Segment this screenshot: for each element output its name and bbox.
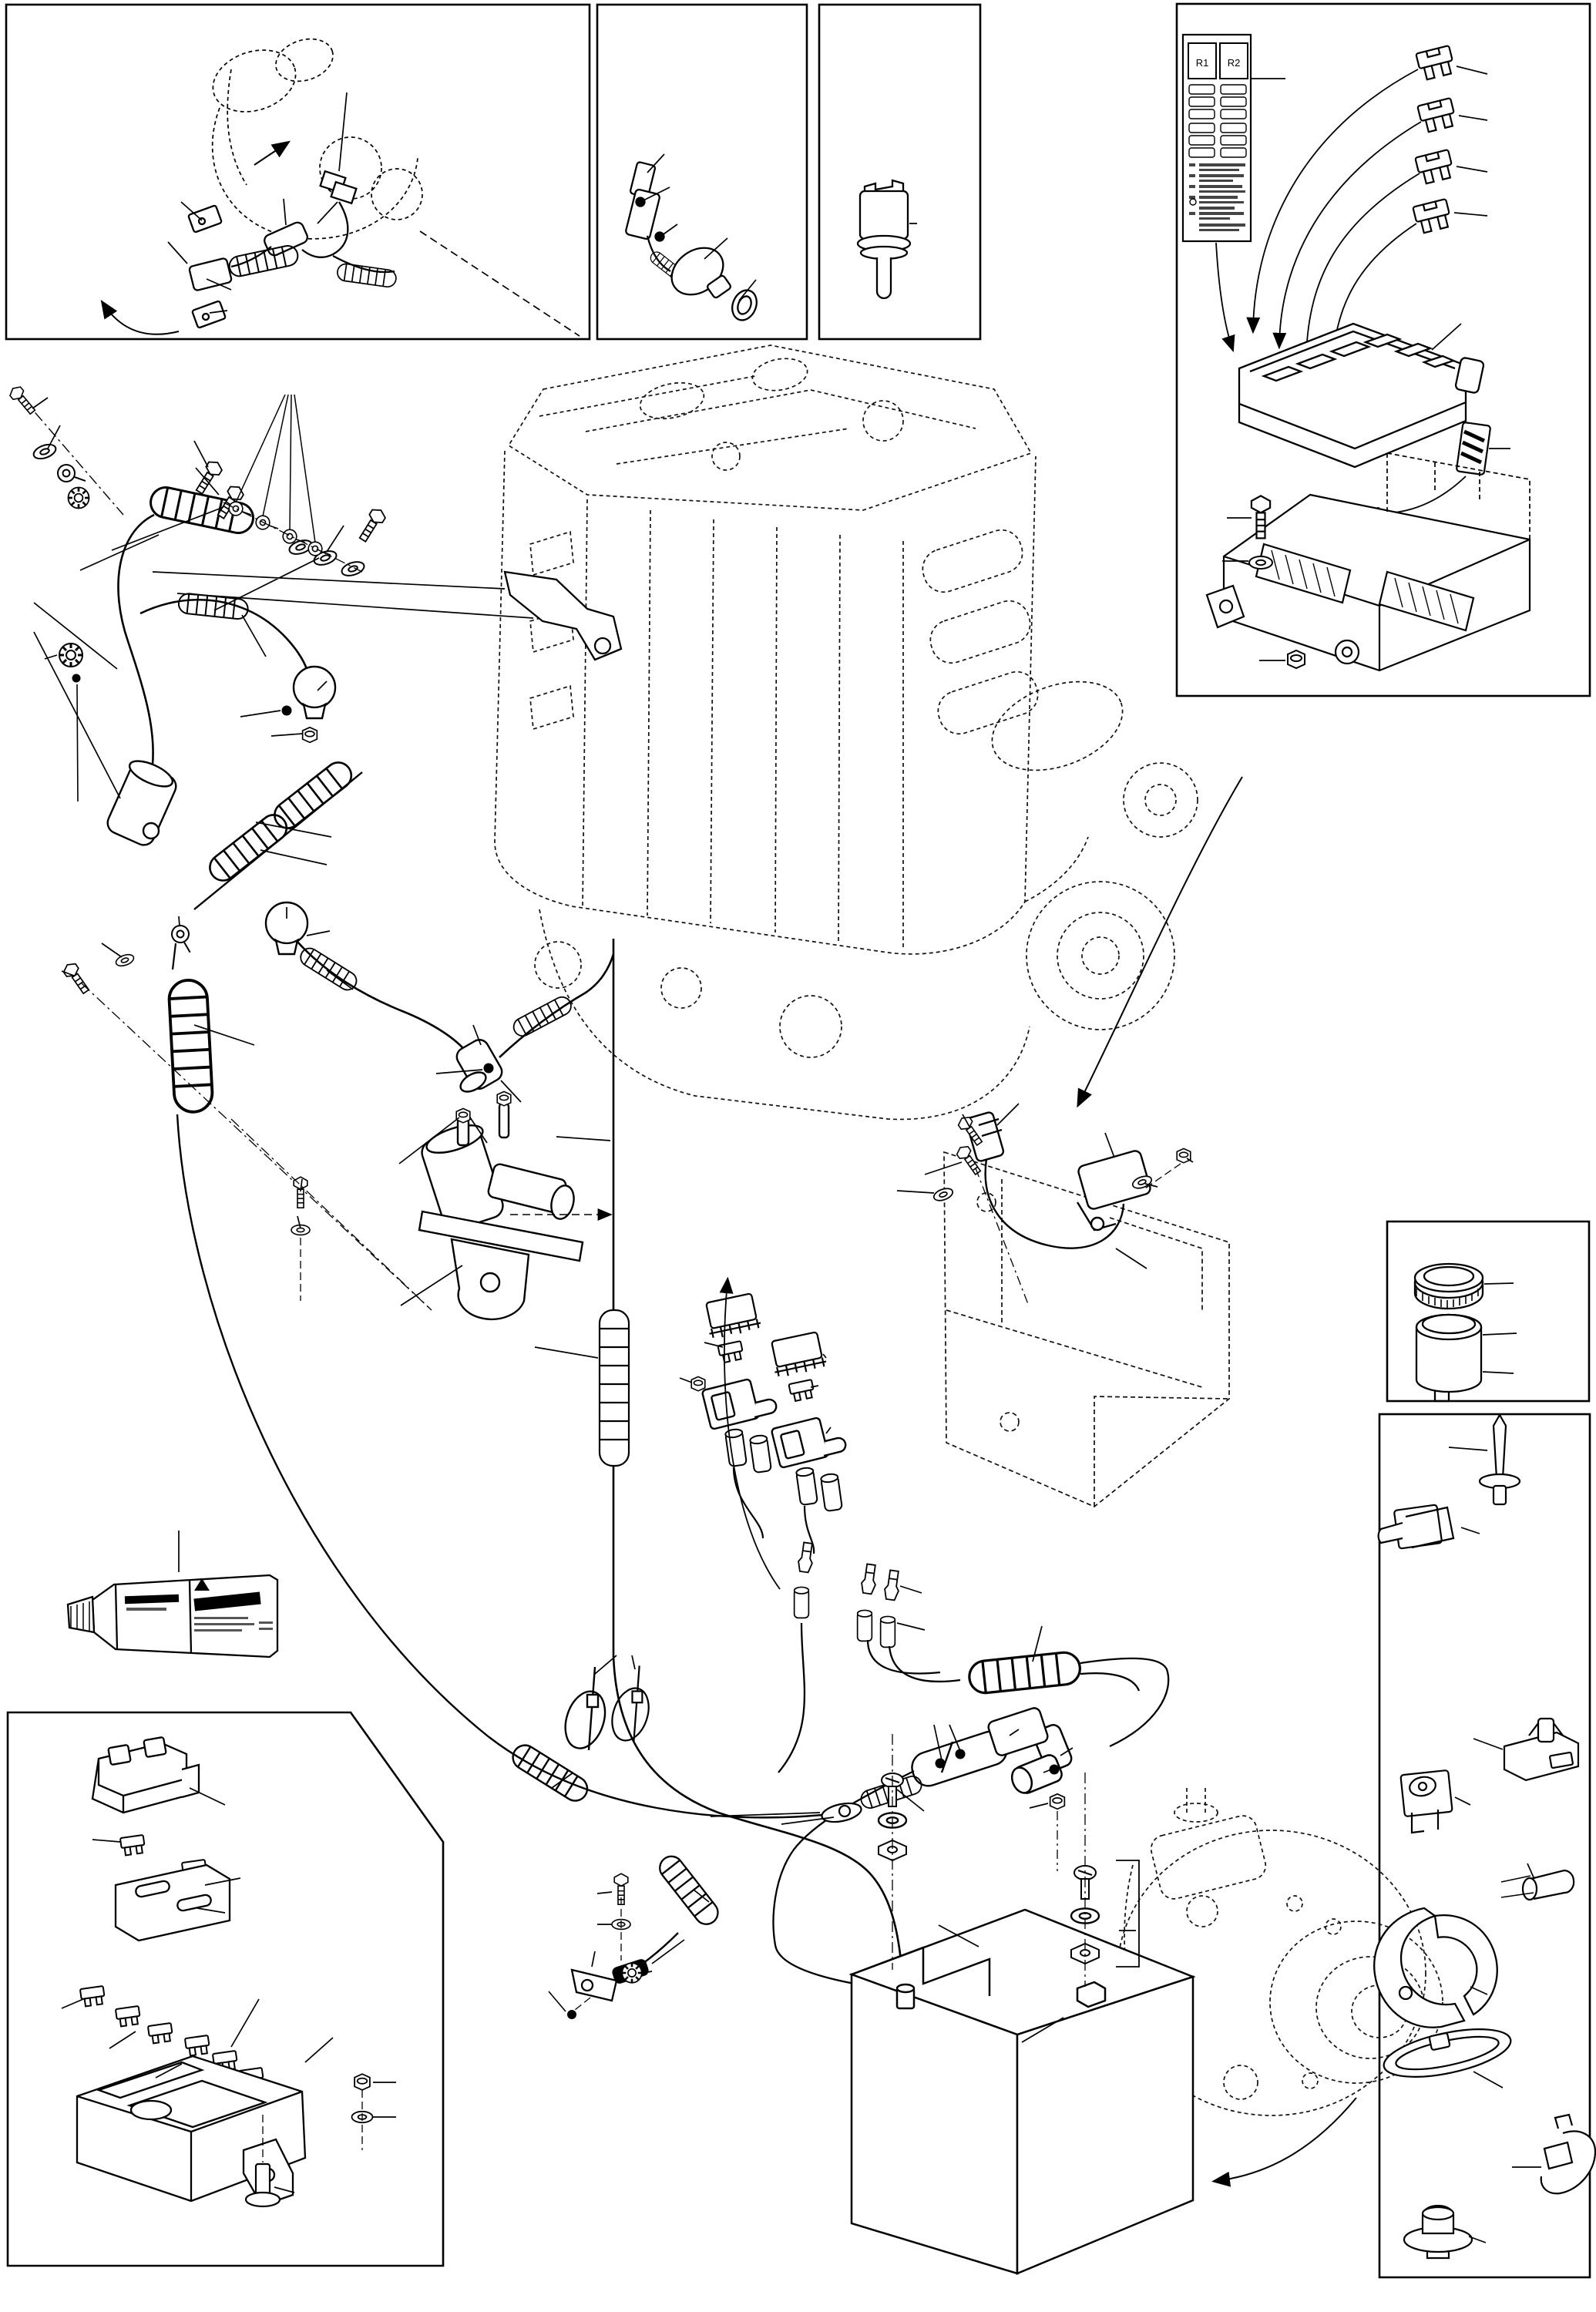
ignition-coil-drawing [230, 1090, 584, 1320]
fuse-box-cover-drawing [1238, 322, 1485, 469]
ground-wire-drawing [60, 756, 832, 1819]
connector-cluster-drawing [690, 1292, 848, 1554]
temperature-sensor-drawing [856, 179, 912, 300]
horn-harness-drawing [931, 1111, 1191, 1305]
grease-tube-drawing [66, 1574, 279, 1658]
horn-parts-drawing [1413, 1262, 1484, 1403]
starter-cable-drawing [598, 939, 905, 1986]
engine-harness-panel-drawing [100, 38, 580, 337]
engine-drawing [494, 344, 1198, 1121]
fuse-install-arrows [1215, 69, 1422, 371]
fuse-tray-parts-drawing [76, 1736, 374, 2208]
fuse-box-base-drawing [1205, 452, 1531, 672]
see-engine-arrow [1211, 2097, 1357, 2187]
svg-text:R2: R2 [1228, 57, 1241, 69]
battery-drawing [548, 1734, 1196, 2275]
panel-borders [5, 2, 1591, 2279]
spark-wire-drawings [139, 592, 615, 1093]
blade-fuses-drawing [1412, 44, 1458, 235]
left-cable-drawing [7, 383, 623, 846]
fuse-decal-drawing: R1 R2 [1181, 33, 1252, 243]
small-parts-drawing [1373, 1413, 1596, 2260]
center-harness-arrow [719, 1276, 781, 1590]
leader-lines [32, 66, 1541, 2243]
svg-text:R1: R1 [1196, 57, 1209, 69]
frame-bracket-drawing [943, 1151, 1230, 1507]
right-harness-arrow [1077, 776, 1243, 1108]
